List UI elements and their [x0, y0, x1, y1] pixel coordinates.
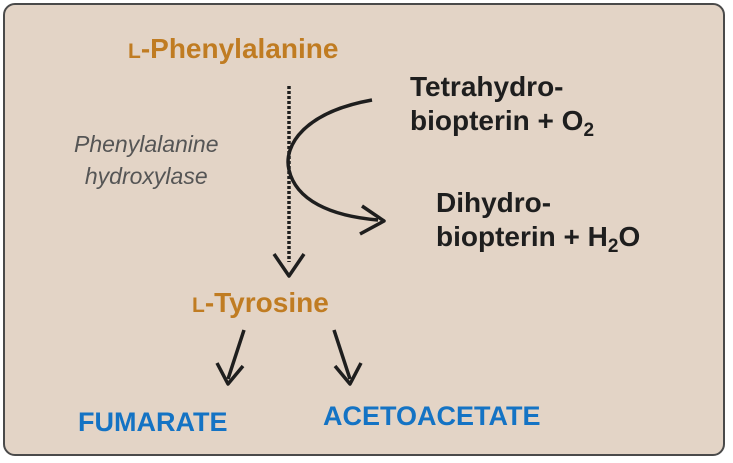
cofactor-arrowhead: [359, 204, 386, 236]
cofactor-in-label: Tetrahydro- biopterin + O2: [410, 71, 595, 141]
arrow-to-acetoacetate: [332, 329, 352, 380]
arrow-to-fumarate: [226, 329, 246, 380]
diagram-panel: [3, 3, 725, 456]
substrate-label: L-Phenylalanine: [128, 33, 339, 64]
main-reaction-arrowhead: [272, 253, 306, 278]
acetoacetate-arrowhead: [333, 362, 363, 386]
end-product-fumarate: FUMARATE: [78, 407, 228, 437]
fumarate-arrowhead: [215, 362, 245, 386]
enzyme-label: Phenylalanine hydroxylase: [74, 131, 219, 189]
cofactor-out-label: Dihydro- biopterin + H2O: [436, 187, 641, 257]
product-label: L-Tyrosine: [192, 287, 329, 318]
end-product-acetoacetate: ACETOACETATE: [323, 401, 541, 431]
cofactor-curved-arrow: [286, 98, 379, 222]
